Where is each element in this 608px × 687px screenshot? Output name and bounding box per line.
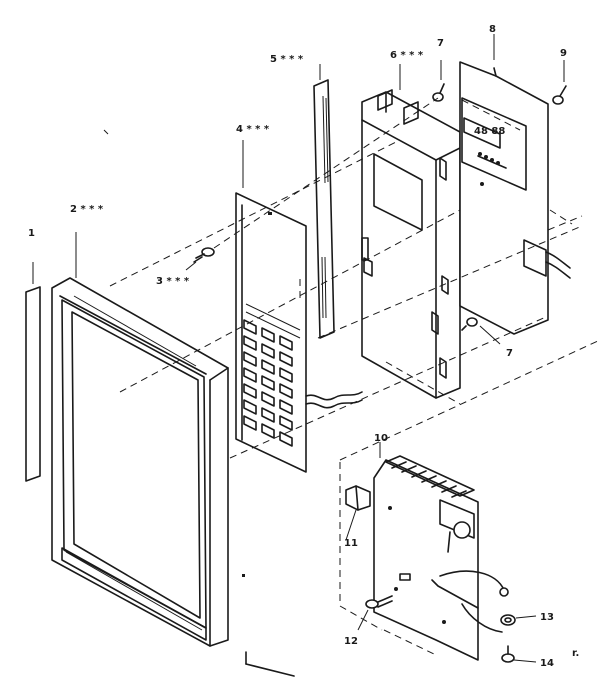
part-9-screw <box>552 60 567 105</box>
part-12-screw <box>357 595 393 631</box>
part-chassis-frame <box>361 64 461 399</box>
callout-9: 9 <box>560 48 567 59</box>
callout-8: 8 <box>489 24 496 35</box>
stray-mark <box>245 663 295 677</box>
callout-4: 4 * * * <box>236 124 270 135</box>
callout-labels: 1 2 * * * 3 * * * 4 * * * 5 * * * 6 * * … <box>28 24 579 669</box>
part-1-side-strip <box>25 262 41 482</box>
part-4-keypad-panel <box>235 140 363 473</box>
callout-1: 1 <box>28 228 35 239</box>
callout-6: 6 * * * <box>390 50 424 61</box>
explode-leader-lines <box>109 97 601 655</box>
callout-13: 13 <box>540 612 554 623</box>
part-5-vertical-strip <box>313 64 335 339</box>
corner-mark: r. <box>572 648 579 659</box>
part-6-display-board: 48 88 <box>459 34 571 335</box>
callout-10: 10 <box>374 433 388 444</box>
part-2-door-frame <box>51 232 245 647</box>
callout-12: 12 <box>344 636 358 647</box>
display-readout: 48 88 <box>474 126 505 137</box>
part-13-nut <box>500 614 537 626</box>
callout-2: 2 * * * <box>70 204 104 215</box>
callout-11: 11 <box>344 538 358 549</box>
heatsink-fins <box>385 455 475 539</box>
callout-3: 3 * * * <box>156 276 190 287</box>
callout-14: 14 <box>540 658 554 669</box>
part-14-screw <box>501 645 537 663</box>
callout-7-lower: 7 <box>506 348 513 359</box>
part-7-screw-top <box>432 60 445 102</box>
leader-11 <box>345 509 357 541</box>
callout-5: 5 * * * <box>270 54 304 65</box>
callout-7-top: 7 <box>437 38 444 49</box>
part-7-screw-lower <box>461 317 501 345</box>
part-3-screw <box>185 247 215 271</box>
part-10-power-module <box>345 442 509 661</box>
keypad-buttons <box>243 303 301 447</box>
stray-mark <box>103 129 109 135</box>
